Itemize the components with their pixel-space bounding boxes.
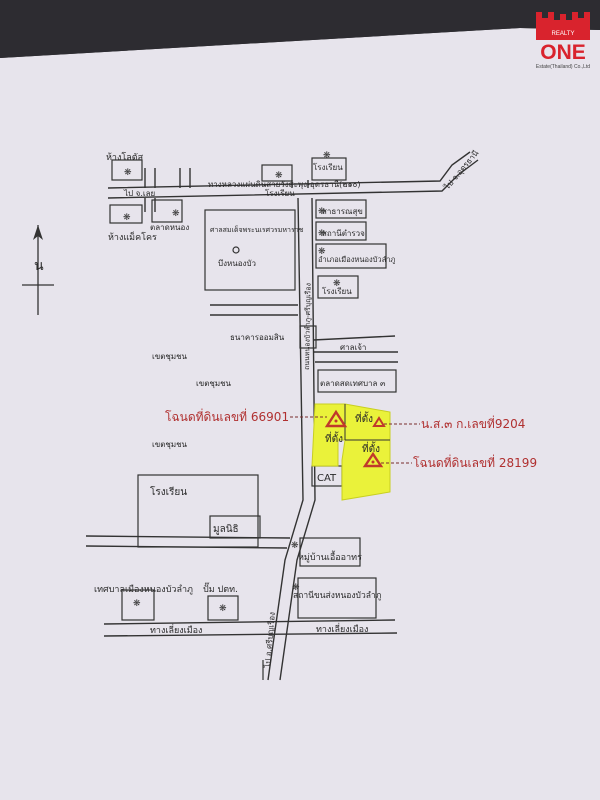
logo-company: Estate(Thailand) Co.,Ltd [536,64,590,70]
label-pond: บึงหนองบัว [218,259,256,268]
label-municipality: เทศบาลเมืองหนองบัวลำภู [94,584,193,595]
block-fresh-market [317,369,397,393]
road-label-bypass-left: ทางเลี่ยงเมือง [150,623,202,636]
logo-tagline: REALTY [552,31,575,37]
label-fresh-market: ตลาดสดเทศบาล ๓ [320,379,386,388]
landmark-icon: ❋ [323,151,331,161]
label-zone-c: เขตชุมชน [152,440,188,449]
landmark-icon: ❋ [333,279,341,289]
landmark-icon: ❋ [219,604,227,614]
paper [0,28,600,800]
logo-brand: ONE [540,41,586,64]
block-gas [207,595,239,621]
block-makro [109,204,143,224]
label-district-office: อำเภอเมืองหนองบัวลำภู [318,255,395,264]
label-market-nong: ตลาดหนอง [150,223,189,232]
realty-one-logo: REALTY ONE Estate(Thailand) Co.,Ltd [536,12,590,70]
block-district-office [315,243,387,269]
blocks [109,157,397,621]
road-label-main-vertical: ถนนหนองบัวลำภู-ศรีบุญเรือง [303,283,313,370]
label-transport-station: สถานีขนส่งหนองบัวลำภู [293,590,382,601]
block-market-nong [151,199,183,223]
landmark-icon: ❋ [275,171,283,181]
background-shadow [0,0,600,58]
site-marker-2 [372,416,386,427]
deed-leaders [290,416,420,464]
road-network [85,151,479,681]
road-label-highway: ทางหลวงแผ่นดินสายวังสะพุง-อุดรธานี(๒๑๐) [208,180,361,189]
block-school-top1 [261,164,293,182]
block-shrine-park [204,209,296,291]
label-shrine: ศาลสมเด็จพระนเรศวรมหาราช [210,225,304,234]
landmark-icon: ❋ [172,209,180,219]
pond-icon [232,246,240,254]
block-school-top2 [311,157,347,181]
landmark-icon: ❋ [292,583,300,593]
block-lotus [111,159,143,181]
block-transport [297,577,377,619]
label-village: หมู่บ้านเอื้ออาทร [298,550,362,563]
label-savings-bank: ธนาคารออมสิน [230,333,285,342]
label-police: สถานีตำรวจ [322,229,365,238]
site-label-2: ที่ตั้ง [355,411,373,425]
label-foundation: มูลนิธิ [213,524,239,535]
logo-skyline [536,12,590,40]
site-marker-3 [362,451,384,468]
landmark-icons: ❋ ❋ ❋ ❋ ❋ ❋ ❋ ❋ ❋ ❋ ❋ ❋ ❋ [123,151,341,614]
label-health: สาธารณสุข [322,207,363,216]
deed-label-9204: น.ส.๓ ก.เลขที่9204 [421,415,525,431]
block-school-bottom [137,474,259,548]
landmark-icon: ❋ [318,247,326,257]
road-label-to-loei: ไป จ.เลย [123,189,155,198]
block-police [315,221,367,241]
label-zone-b: เขตชุมชน [196,379,232,388]
site-label-3: ที่ตั้ง [362,441,380,455]
landmark-icon: ❋ [133,599,141,609]
landmark-icon: ❋ [291,541,299,551]
block-school-right [317,275,359,299]
block-savings [299,325,317,349]
block-municipality [121,589,155,621]
label-zone-a: เขตชุมชน [152,352,188,361]
label-gas-station: ปั๊ม ปตท. [203,582,238,595]
landmark-icon: ❋ [318,207,326,217]
label-lotus: ห้างโลตัส [106,152,144,163]
triangle-marker-icon [324,409,348,428]
label-school-bottom: โรงเรียน [150,485,187,498]
deed-label-28199: โฉนดที่ดินเลขที่ 28199 [413,454,537,470]
road-label-bypass-right: ทางเลี่ยงเมือง [316,622,368,635]
block-health [315,199,367,219]
place-labels: ห้างโลตัส ห้างแม็คโคร ตลาดหนอง โรงเรียน … [94,152,395,601]
site-marker-1 [324,409,348,428]
north-label: น [34,258,44,274]
site-label-1: ที่ตั้ง [325,431,343,445]
label-school-right: โรงเรียน [322,286,352,296]
label-shrine-small: ศาลเจ้า [340,343,366,352]
north-arrow-icon [33,225,43,240]
label-cat: CAT [317,473,337,484]
label-makro: ห้างแม็คโคร [108,230,157,243]
landmark-icon: ❋ [318,229,326,239]
triangle-marker-icon [362,451,384,468]
triangle-marker-icon [372,416,386,427]
block-village [299,537,361,567]
block-foundation [209,515,261,539]
landmark-icon: ❋ [124,168,132,178]
label-school-top1: โรงเรียน [265,188,295,198]
north-arrow: น [22,225,54,315]
deed-label-66901: โฉนดที่ดินเลขที่ 66901 [165,408,289,424]
label-school-top2: โรงเรียน [313,162,343,172]
landmark-icon: ❋ [123,213,131,223]
